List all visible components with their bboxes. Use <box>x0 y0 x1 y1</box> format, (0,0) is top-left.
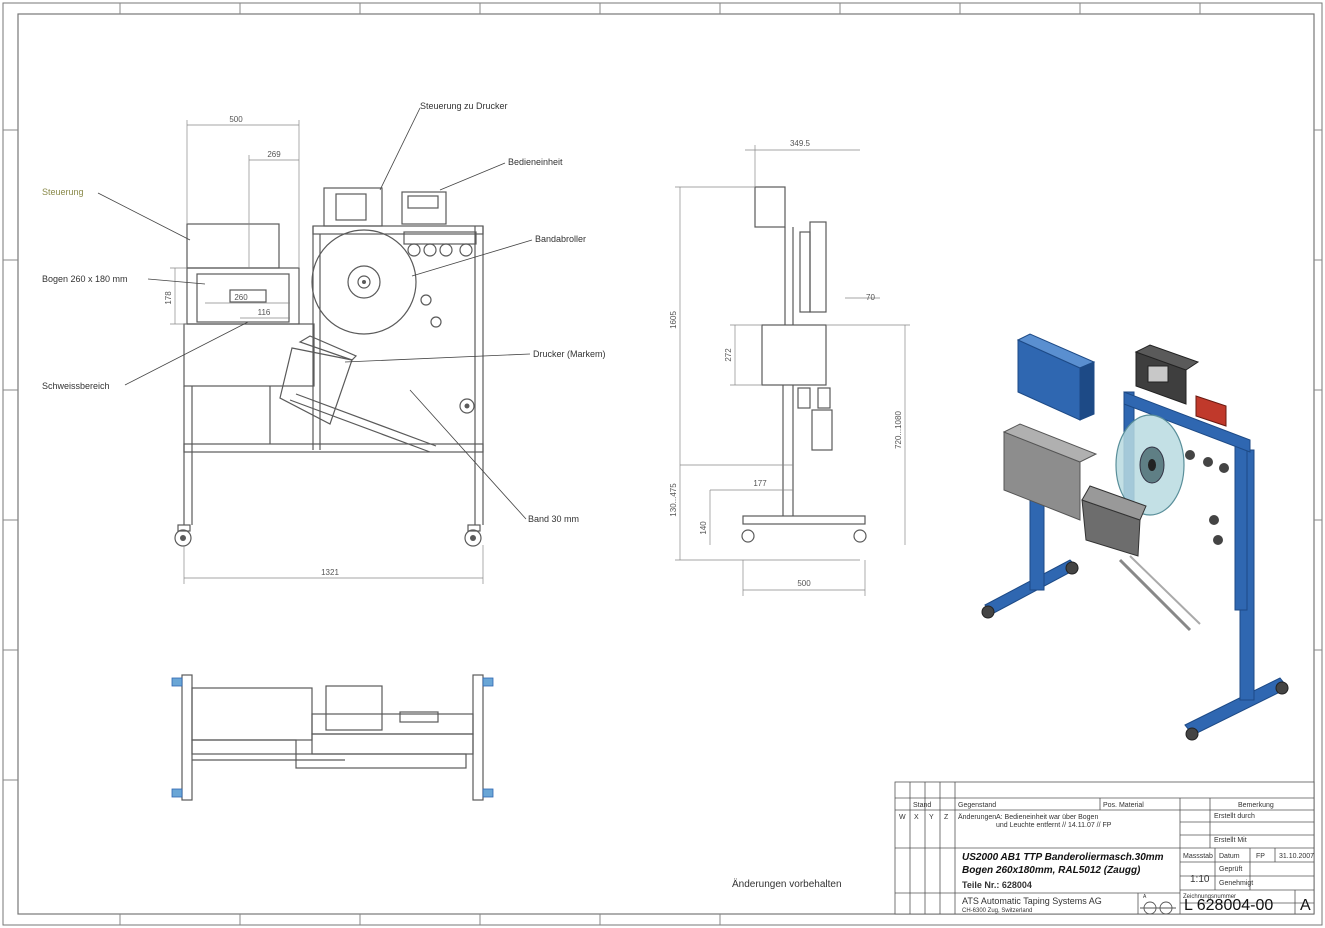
tb-gegenstand: Gegenstand <box>958 802 996 809</box>
side-dimension-texts: 349.5 1605 272 720...1080 70 177 130...4… <box>669 139 903 588</box>
label-drucker: Drucker (Markem) <box>533 349 606 359</box>
top-view <box>181 674 484 801</box>
tb-teile-nr: Teile Nr.: 628004 <box>962 880 1032 890</box>
title-block <box>894 781 1315 915</box>
side-dimension-lines <box>675 145 910 596</box>
label-band: Band 30 mm <box>528 514 579 524</box>
tb-title-1: US2000 AB1 TTP Banderoliermasch.30mm <box>962 852 1164 863</box>
note-aenderungen: Änderungen vorbehalten <box>732 878 842 890</box>
tb-aenderungen: Änderungen <box>958 813 996 821</box>
label-steuerung: Steuerung <box>42 187 84 197</box>
tb-genehmigt: Genehmigt <box>1219 880 1253 887</box>
tb-revision: A <box>1143 894 1147 900</box>
label-steuerung-zu-drucker: Steuerung zu Drucker <box>420 101 508 111</box>
title-block-texts: Stand Gegenstand Pos. Material Bemerkung… <box>899 802 1314 914</box>
tb-pos-material: Pos. Material <box>1103 802 1144 809</box>
dim-269: 269 <box>267 150 281 159</box>
tb-col-x: X <box>914 814 919 821</box>
front-dimension-texts: 500 269 178 260 116 1321 <box>164 115 339 577</box>
tb-company-name: ATS Automatic Taping Systems AG <box>962 896 1102 906</box>
tb-erstellt-durch: Erstellt durch <box>1214 813 1255 820</box>
dim-116: 116 <box>258 308 271 317</box>
front-view <box>174 187 484 547</box>
tb-datum: Datum <box>1219 853 1240 860</box>
tb-date: 31.10.2007 <box>1279 853 1314 860</box>
label-bedieneinheit: Bedieneinheit <box>508 157 563 167</box>
tb-zeichnungsnummer: Zeichnungsnummer <box>1183 894 1236 900</box>
tb-erstellt-mit: Erstellt Mit <box>1214 837 1247 844</box>
dim-500-base: 500 <box>797 579 811 588</box>
tb-stand: Stand <box>913 802 931 809</box>
leader-labels: Steuerung zu Drucker Bedieneinheit Steue… <box>42 101 606 524</box>
tb-bemerkung: Bemerkung <box>1238 802 1274 809</box>
dim-140: 140 <box>699 521 708 535</box>
tb-col-z: Z <box>944 814 949 821</box>
label-bogen: Bogen 260 x 180 mm <box>42 274 128 284</box>
front-view-details <box>180 280 476 541</box>
tb-change-2: und Leuchte entfernt // 14.11.07 // FP <box>996 822 1112 829</box>
tb-geprueft: Geprüft <box>1219 866 1242 873</box>
tb-col-w: W <box>899 814 906 821</box>
dim-177: 177 <box>753 479 767 488</box>
dim-720-1080: 720...1080 <box>894 411 903 449</box>
dim-272: 272 <box>724 348 733 362</box>
front-dimension-lines <box>170 120 484 584</box>
side-view <box>741 186 867 543</box>
tb-scale: 1:10 <box>1190 874 1210 885</box>
label-bandabroller: Bandabroller <box>535 234 586 244</box>
label-schweissbereich: Schweissbereich <box>42 381 110 391</box>
isometric-view <box>981 333 1289 741</box>
ats-logo <box>1140 901 1176 915</box>
leader-lines <box>97 107 533 520</box>
dim-70: 70 <box>866 293 875 302</box>
dim-178: 178 <box>164 291 173 305</box>
dim-130-475: 130...475 <box>669 483 678 517</box>
dim-260: 260 <box>234 293 248 302</box>
tb-col-y: Y <box>929 814 934 821</box>
top-view-casters <box>171 677 494 798</box>
dim-1321: 1321 <box>321 568 339 577</box>
dim-349-5: 349.5 <box>790 139 811 148</box>
tb-massstab: Massstab <box>1183 853 1213 860</box>
dim-500-top: 500 <box>229 115 243 124</box>
tb-drawing-number: L 628004-00 <box>1184 897 1273 914</box>
border-ticks <box>3 3 1322 925</box>
dim-1605: 1605 <box>669 311 678 329</box>
tb-company-address: CH-6300 Zug, Switzerland <box>962 908 1032 914</box>
tb-format: A <box>1300 897 1311 914</box>
tb-change-1: A: Bedieneinheit war über Bogen <box>996 814 1098 821</box>
tb-initials: FP <box>1256 853 1265 860</box>
tb-title-2: Bogen 260x180mm, RAL5012 (Zaugg) <box>962 865 1141 876</box>
